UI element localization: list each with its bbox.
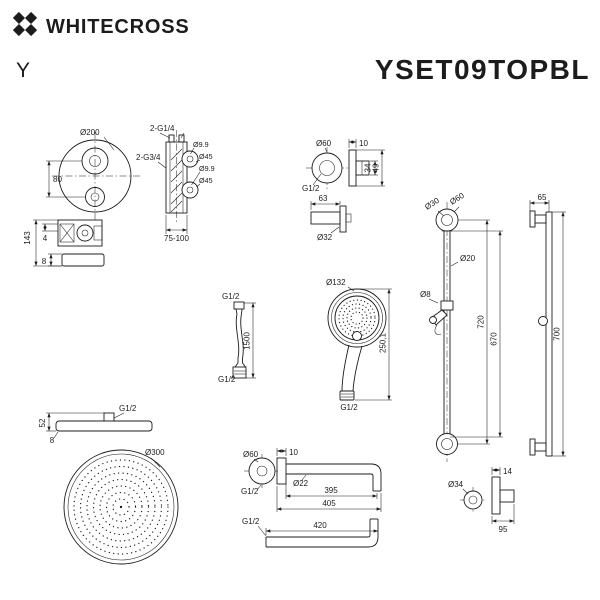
dim-arm-wall-thread: G1/2 xyxy=(241,487,259,496)
dim-elbow-thread: G1/2 xyxy=(302,184,320,193)
dim-elbow-pipe-height: 34 xyxy=(364,163,373,172)
dim-bar-pin-diameter: Ø8 xyxy=(420,290,431,299)
dim-valve-side-threads: 2-G3/4 xyxy=(136,153,161,162)
dim-arm-out-thread: G1/2 xyxy=(242,517,260,526)
dim-arm-length-3: 420 xyxy=(313,521,327,530)
drawing-shower-arm: Ø60 10 G1/2 Ø22 395 405 G1/2 420 xyxy=(241,448,382,548)
dim-holder-width: 14 xyxy=(503,467,512,476)
drawing-wall-outlet-elbow: Ø60 G1/2 10 34 49 63 Ø32 xyxy=(302,139,385,242)
dim-bar-flange-diameter: Ø60 xyxy=(448,191,466,207)
dim-valve-dia4: Ø45 xyxy=(199,176,213,185)
dim-arm-length-1: 395 xyxy=(324,486,338,495)
drawing-shower-hose: G1/2 1500 G1/2 xyxy=(218,292,256,384)
drawing-handset-holder: Ø34 14 95 xyxy=(448,467,515,534)
dim-elbow-plate-height: 49 xyxy=(372,163,381,172)
dim-valve-top-threads: 2-G1/4 xyxy=(150,124,175,133)
dim-valve-dia2: Ø45 xyxy=(199,152,213,161)
drawing-slide-bar: Ø30 Ø60 Ø20 Ø8 720 670 65 700 xyxy=(420,191,566,462)
brand-name: WHITECROSS xyxy=(46,16,190,38)
dim-valve-dia1: Ø9.9 xyxy=(193,140,209,149)
dim-elbow-projection: 63 xyxy=(319,194,328,203)
dim-valve-depth: 75-100 xyxy=(164,234,189,243)
dim-knob-spacing: 80 xyxy=(53,175,62,184)
dim-elbow-depth: 10 xyxy=(359,139,368,148)
dim-headshower-thickness: 8 xyxy=(50,436,55,445)
dim-bar-flange-span: 720 xyxy=(477,315,486,329)
drawing-valve-body: 2-G1/4 Ø9.9 Ø45 Ø9.9 Ø45 2-G3/4 75-100 xyxy=(136,124,215,243)
dim-elbow-diameter: Ø60 xyxy=(316,139,332,148)
dim-bar-tube-diameter: Ø20 xyxy=(460,254,476,263)
dim-handshower-thread: G1/2 xyxy=(340,403,358,412)
series-label: Y xyxy=(16,59,30,82)
dim-arm-flange-diameter: Ø60 xyxy=(243,450,259,459)
drawing-wall-bracket: 143 4 8 xyxy=(23,219,105,267)
dim-holder-diameter: Ø34 xyxy=(448,480,464,489)
dim-hose-thread-top: G1/2 xyxy=(222,292,240,301)
dim-valve-dia3: Ø9.9 xyxy=(199,164,215,173)
dim-bar-side-span: 700 xyxy=(553,327,562,341)
dim-bracket-length: 143 xyxy=(23,231,32,245)
dim-handshower-diameter: Ø132 xyxy=(326,278,346,287)
dim-arm-length-2: 405 xyxy=(322,499,336,508)
dim-arm-tube-diameter: Ø22 xyxy=(293,479,309,488)
dim-headshower-height: 52 xyxy=(38,418,47,427)
whitecross-logo-icon xyxy=(12,11,38,37)
dim-headshower-diameter: Ø300 xyxy=(145,448,165,457)
dim-holder-projection: 95 xyxy=(499,525,508,534)
dim-bar-inner-diameter: Ø30 xyxy=(423,196,441,212)
dim-elbow-escutcheon-diameter: Ø32 xyxy=(317,233,333,242)
dim-hose-length: 1500 xyxy=(243,332,252,350)
dim-bar-offset: 65 xyxy=(538,193,547,202)
dim-hose-thread-bottom: G1/2 xyxy=(218,375,236,384)
drawing-overhead-shower: G1/2 52 8 Ø300 xyxy=(38,404,179,565)
dim-bracket-plate: 8 xyxy=(42,257,47,266)
dim-arm-flange-depth: 10 xyxy=(289,448,298,457)
dim-bar-tube-span: 670 xyxy=(490,332,499,346)
drawing-hand-shower: Ø132 250,1 G1/2 xyxy=(326,278,392,412)
dim-bracket-lip: 4 xyxy=(43,234,48,243)
dim-handshower-length: 250,1 xyxy=(379,332,388,353)
dim-headshower-thread: G1/2 xyxy=(119,404,137,413)
dim-thermostat-diameter: Ø200 xyxy=(80,128,100,137)
drawing-thermostat-front: Ø200 80 xyxy=(46,128,140,222)
product-code: YSET09TOPBL xyxy=(375,54,590,85)
